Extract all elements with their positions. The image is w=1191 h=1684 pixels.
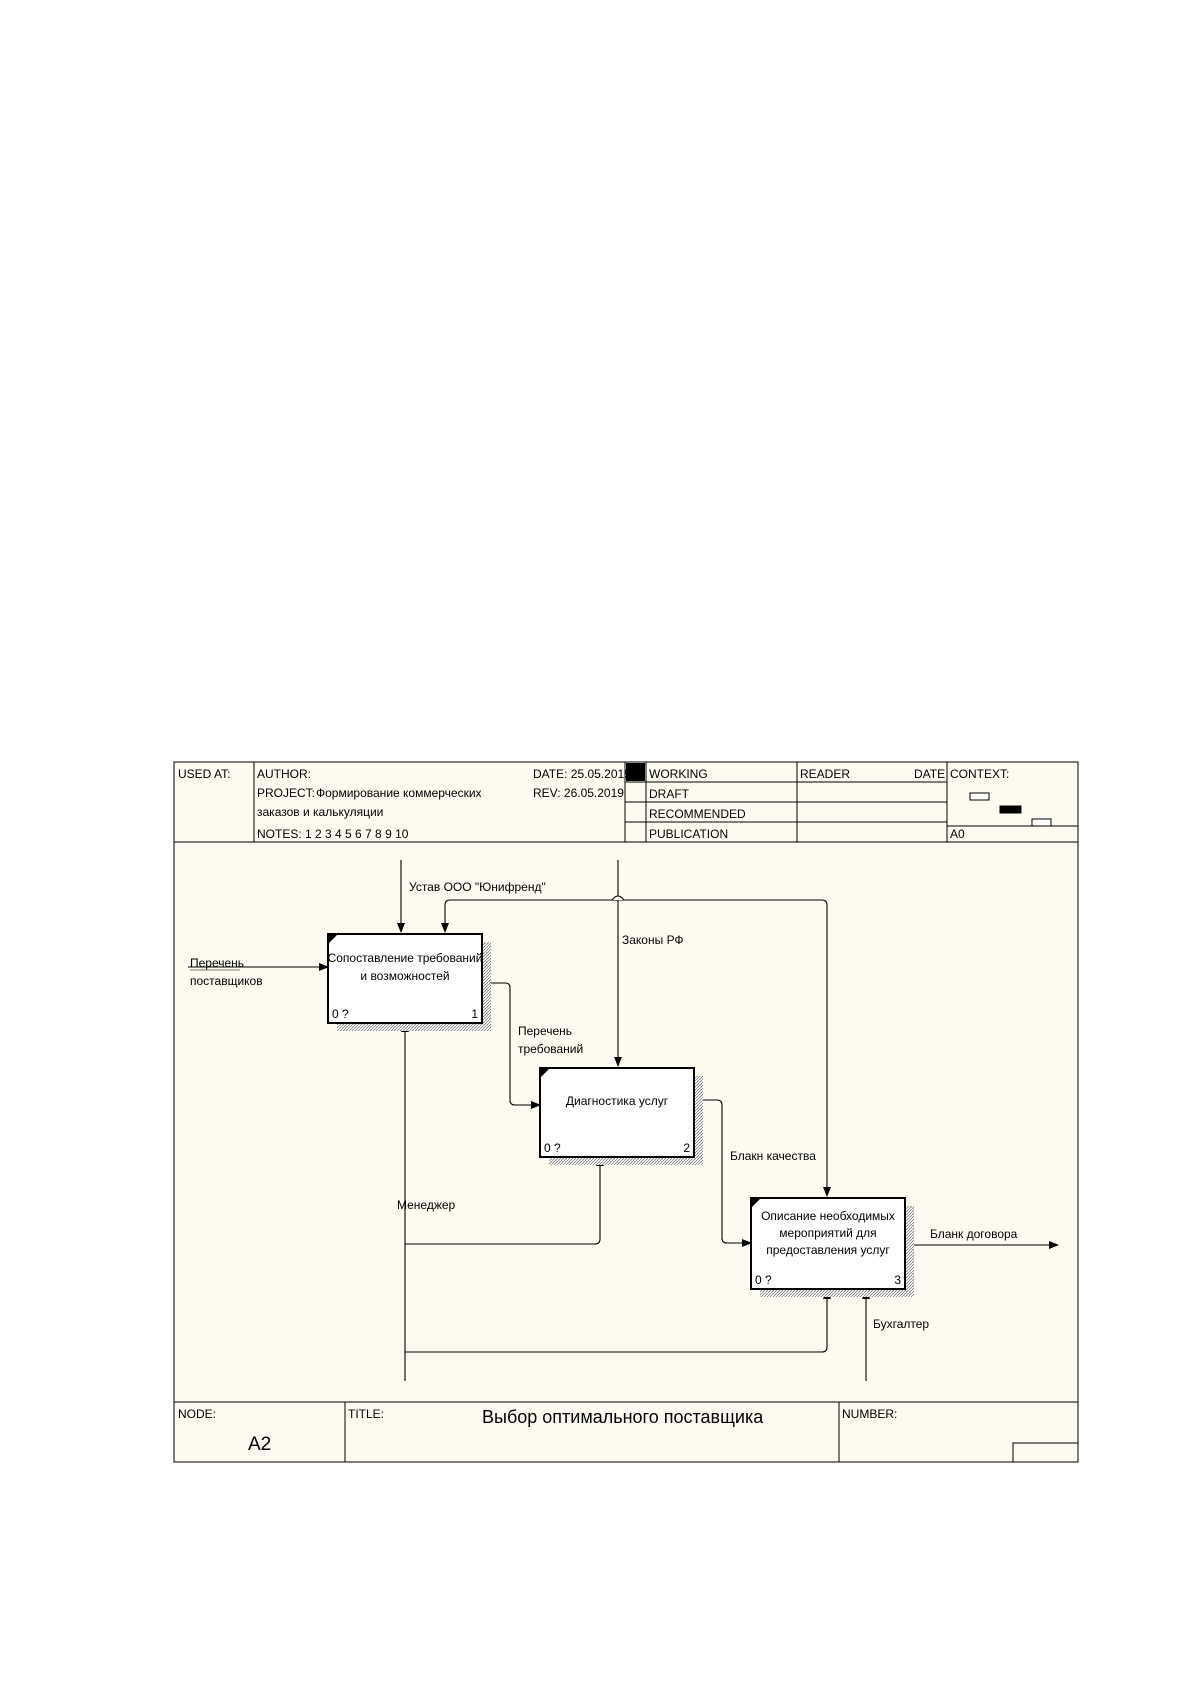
node-label: NODE:: [178, 1407, 216, 1421]
node-value: A2: [248, 1434, 271, 1455]
box-corner-mark: [752, 1199, 760, 1207]
project-label: PROJECT:: [257, 786, 315, 800]
box-number: 1: [471, 1007, 478, 1021]
header-block: [174, 762, 1078, 843]
box-number: 3: [894, 1273, 901, 1287]
box-title-line1: Диагностика услуг: [566, 1094, 669, 1108]
box-cost: 0 ?: [332, 1007, 349, 1021]
title-label: TITLE:: [348, 1407, 384, 1421]
number-label: NUMBER:: [842, 1407, 897, 1421]
arrow-zakony-to-box3: [618, 899, 831, 1197]
label-perechen-treb-1: Перечень: [518, 1024, 572, 1038]
date-value: DATE: 25.05.2019: [533, 767, 631, 781]
context-box-2: [999, 805, 1022, 814]
label-ustav: Устав ООО "Юнифренд": [409, 880, 546, 894]
context-mini-diagram: [969, 792, 1052, 827]
reader-label: READER: [800, 767, 850, 781]
arrow-perechen-trebovaniy: [482, 982, 541, 1109]
activity-box-1[interactable]: Сопоставление требований и возможностей …: [327, 933, 491, 1031]
label-buhgalter: Бухгалтер: [873, 1317, 929, 1331]
context-node: A0: [950, 827, 965, 841]
arrow-zakony-to-box1: [441, 899, 618, 933]
status-working: WORKING: [649, 767, 708, 781]
label-blank-dogovora: Бланк договора: [930, 1227, 1018, 1241]
label-menedzher: Менеджер: [397, 1198, 456, 1212]
label-perechen-post-1: Перечень: [190, 956, 244, 970]
arrow-menedzher-to-box2: [405, 1156, 604, 1245]
status-recommended: RECOMMENDED: [649, 807, 746, 821]
rev-value: REV: 26.05.2019: [533, 786, 624, 800]
author-label: AUTHOR:: [257, 767, 311, 781]
box-cost: 0 ?: [544, 1141, 561, 1155]
arrows: [188, 860, 1059, 1381]
box-corner-mark: [329, 935, 337, 943]
arrow-crossing-bump: [611, 895, 625, 901]
box-title-line3: предоставления услуг: [766, 1243, 890, 1257]
label-blank-kachestva: Блакн качества: [730, 1149, 816, 1163]
working-status-marker: [626, 763, 645, 781]
activity-box-2[interactable]: Диагностика услуг 0 ? 2: [539, 1067, 703, 1165]
box-title-line1: Сопоставление требований: [328, 951, 483, 965]
status-publication: PUBLICATION: [649, 827, 728, 841]
arrow-menedzher-to-box3: [405, 1289, 831, 1353]
status-draft: DRAFT: [649, 787, 690, 801]
arrow-blank-kachestva: [700, 1099, 752, 1247]
activity-box-3[interactable]: Описание необходимых мероприятий для пре…: [750, 1197, 914, 1297]
project-name-line2: заказов и калькуляции: [257, 805, 383, 819]
box-frame: [539, 1067, 695, 1158]
footer-block: [174, 1401, 1078, 1462]
context-box-1: [969, 792, 990, 801]
box-title-line1: Описание необходимых: [761, 1209, 895, 1223]
label-perechen-treb-2: требований: [518, 1042, 583, 1056]
label-zakony: Законы РФ: [622, 933, 684, 947]
box-frame: [750, 1197, 906, 1290]
box-cost: 0 ?: [755, 1273, 772, 1287]
diagram-title: Выбор оптимального поставщика: [482, 1407, 764, 1427]
context-box-3: [1031, 818, 1052, 827]
box-title-line2: и возможностей: [360, 969, 449, 983]
used-at-label: USED AT:: [178, 767, 230, 781]
date-column-label: DATE: [914, 767, 945, 781]
box-corner-mark: [541, 1069, 549, 1077]
label-perechen-post-2: поставщиков: [190, 974, 263, 988]
project-name-line1: Формирование коммерческих: [316, 786, 482, 800]
box-number: 2: [683, 1141, 690, 1155]
notes-label: NOTES: 1 2 3 4 5 6 7 8 9 10: [257, 827, 409, 841]
box-title-line2: мероприятий для: [779, 1226, 876, 1240]
box-frame: [327, 933, 483, 1024]
context-label: CONTEXT:: [950, 767, 1009, 781]
